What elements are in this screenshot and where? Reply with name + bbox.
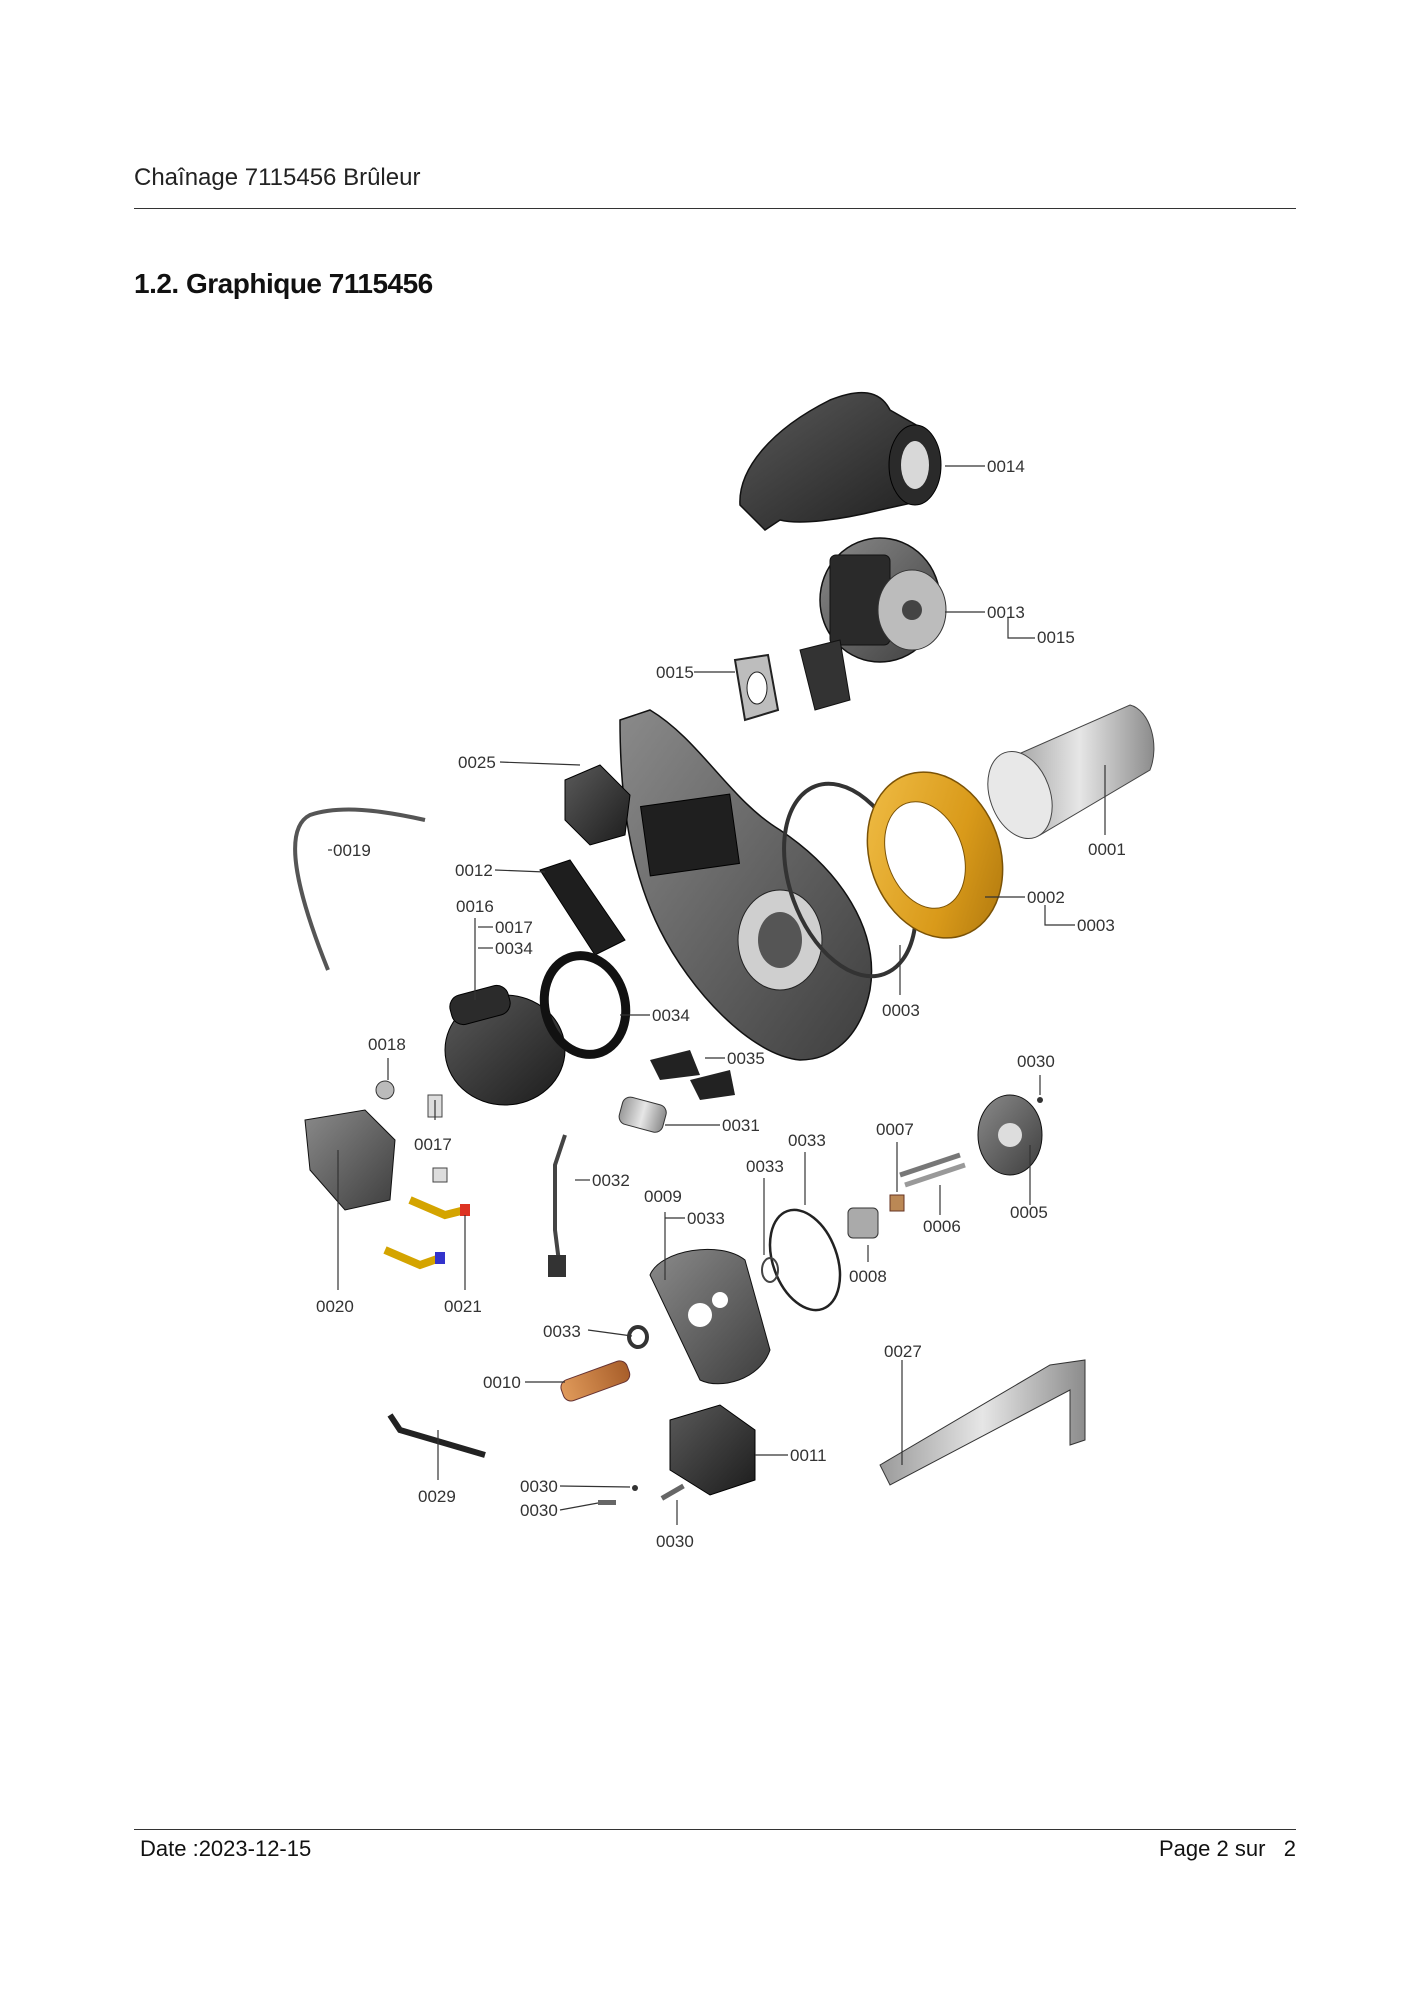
part-0007-nozzle	[889, 1194, 905, 1212]
part-0008-spring	[847, 1207, 879, 1239]
label-0001: 0001	[1088, 840, 1126, 859]
label-0034-b: 0034	[652, 1006, 690, 1025]
label-0030-b: 0030	[520, 1477, 558, 1496]
label-0015-b: 0015	[656, 663, 694, 682]
part-burner-housing	[619, 709, 873, 1061]
label-0033-a: 0033	[746, 1157, 784, 1176]
label-0031: 0031	[722, 1116, 760, 1135]
page-prefix: Page 2 sur	[1159, 1836, 1266, 1861]
label-0020: 0020	[316, 1297, 354, 1316]
part-0025-control-box	[564, 764, 631, 846]
label-0017-b: 0017	[414, 1135, 452, 1154]
part-0027-rod	[879, 1359, 1086, 1486]
document-header-title: Chaînage 7115456 Brûleur	[134, 164, 421, 191]
footer-divider	[134, 1829, 1296, 1830]
part-0034-gasket	[539, 951, 631, 1059]
part-0032-connector	[548, 1255, 566, 1277]
label-0016: 0016	[456, 897, 494, 916]
label-0034-a: 0034	[495, 939, 533, 958]
part-0019-cable	[293, 807, 426, 971]
part-0030-screw-a	[1037, 1097, 1043, 1103]
label-0002: 0002	[1027, 888, 1065, 907]
label-0009: 0009	[644, 1187, 682, 1206]
label-0021: 0021	[444, 1297, 482, 1316]
part-0030-screw-b	[632, 1485, 638, 1491]
label-0033-d: 0033	[543, 1322, 581, 1341]
part-0033-ring-large	[768, 1208, 842, 1312]
part-0013-fan-motor	[799, 537, 947, 711]
leader-lines	[328, 465, 1106, 1525]
label-0033-b: 0033	[788, 1131, 826, 1150]
part-0005-burner-head	[977, 1094, 1043, 1176]
label-0032: 0032	[592, 1171, 630, 1190]
part-0020-pump	[304, 1109, 396, 1211]
part-0031-capacitor	[618, 1096, 667, 1133]
part-0009-plate	[649, 1248, 771, 1385]
part-0002-gold-ring	[866, 771, 1004, 939]
label-0012: 0012	[455, 861, 493, 880]
part-0001-flame-tube	[987, 704, 1155, 840]
label-0035: 0035	[727, 1049, 765, 1068]
label-0014: 0014	[987, 457, 1025, 476]
part-0035-feet	[650, 1050, 735, 1100]
label-0011: 0011	[790, 1446, 827, 1465]
header-divider	[134, 208, 1296, 209]
label-0030-d: 0030	[656, 1532, 694, 1551]
label-0017-a: 0017	[495, 918, 533, 937]
label-0008: 0008	[849, 1267, 887, 1286]
label-0019: 0019	[333, 841, 371, 860]
label-0029: 0029	[418, 1487, 456, 1506]
part-0018-screw	[375, 1080, 395, 1100]
label-0013: 0013	[987, 603, 1025, 622]
page-total: 2	[1283, 1836, 1296, 1861]
label-0015-a: 0015	[1037, 628, 1075, 647]
footer-page-number: Page 2 sur 2	[1159, 1836, 1296, 1862]
label-0005: 0005	[1010, 1203, 1048, 1222]
part-0014-air-intake	[739, 391, 942, 531]
part-0032-wire	[553, 1134, 567, 1271]
label-0003-b: 0003	[882, 1001, 920, 1020]
part-0033-ring-nozzle	[627, 1325, 649, 1349]
label-0033-c: 0033	[687, 1209, 725, 1228]
label-0007: 0007	[876, 1120, 914, 1139]
part-0030-screw-c	[598, 1500, 616, 1505]
label-0003-a: 0003	[1077, 916, 1115, 935]
part-0012-plate	[539, 859, 626, 956]
label-0030-c: 0030	[520, 1501, 558, 1520]
section-title: 1.2. Graphique 7115456	[134, 268, 433, 299]
part-0033-ring-small	[761, 1257, 779, 1283]
label-0027: 0027	[884, 1342, 922, 1361]
part-0006-electrodes	[899, 1152, 966, 1188]
label-0030-a: 0030	[1017, 1052, 1055, 1071]
part-0010-copper-nozzle	[560, 1360, 631, 1402]
label-0010: 0010	[483, 1373, 521, 1392]
part-labels: 0014 0013 0015 0015 0025 0001 0019 0012 …	[316, 457, 1126, 1551]
part-0029-probe	[387, 1413, 486, 1458]
part-0015-gasket	[733, 653, 780, 722]
part-0030-screw-d	[660, 1483, 685, 1501]
part-0011-ignition-box	[669, 1404, 756, 1496]
label-0025: 0025	[458, 753, 496, 772]
label-0018: 0018	[368, 1035, 406, 1054]
label-0006: 0006	[923, 1217, 961, 1236]
part-fitting-small	[432, 1167, 448, 1183]
part-0021-hoses	[383, 1196, 470, 1270]
part-0016-motor	[444, 984, 566, 1106]
footer-date: Date :2023-12-15	[140, 1836, 312, 1861]
